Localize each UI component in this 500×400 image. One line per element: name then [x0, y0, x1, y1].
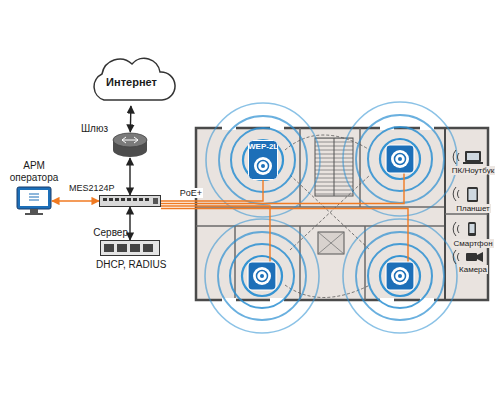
cloud: Интернет	[84, 56, 179, 106]
server: СерверDHCP, RADIUS	[100, 240, 160, 256]
node-text: Сервер	[93, 227, 128, 239]
server-shape	[100, 240, 160, 256]
access-point: WEP-2L	[248, 140, 278, 180]
node-text: АРМ оператора	[4, 160, 64, 183]
operator-workstation-shape	[16, 186, 52, 216]
device-label: Камера	[458, 265, 488, 274]
poe-switch: MES2124P	[99, 195, 161, 207]
poe-cable	[161, 173, 408, 262]
wifi-coverage	[205, 102, 457, 333]
connector	[129, 207, 130, 240]
connector	[129, 158, 130, 195]
edge-label: PoE+	[179, 188, 203, 198]
node-text: MES2124P	[69, 183, 115, 193]
node-text: WEP-2L	[248, 142, 278, 151]
poe-switch-shape	[99, 195, 161, 207]
node-text: DHCP, RADIUS	[96, 259, 166, 271]
connector	[161, 180, 263, 201]
gateway-router: Шлюз	[112, 132, 148, 158]
operator-workstation: АРМ оператора	[16, 186, 52, 216]
device-label: Смартфон	[452, 239, 493, 248]
node-text: Интернет	[84, 76, 179, 89]
gateway-router-shape	[112, 132, 148, 158]
connector	[130, 106, 132, 132]
connector	[52, 200, 99, 201]
device-label: Планшет	[455, 204, 491, 213]
device-label: ПК/Ноутбук	[451, 166, 495, 175]
node-text: Шлюз	[81, 123, 108, 135]
